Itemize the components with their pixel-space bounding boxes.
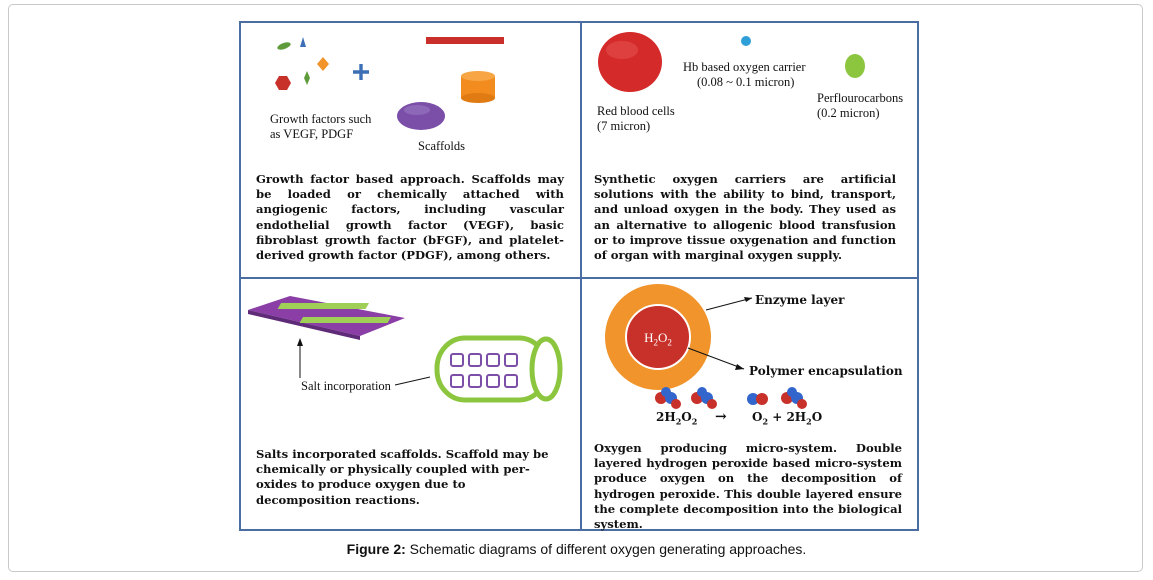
molecule-group-2 bbox=[691, 387, 717, 409]
gf-leaf bbox=[277, 42, 291, 50]
scaffold-disc-highlight bbox=[404, 105, 430, 115]
growth-factor-description: Growth factor based approach. Scaffolds … bbox=[256, 172, 564, 263]
scaffold-bar bbox=[426, 37, 504, 44]
figure-frame bbox=[8, 4, 1143, 572]
salt-tube-end bbox=[529, 336, 563, 402]
grid-divider-horizontal bbox=[241, 277, 917, 279]
label-rbc-2: (7 micron) bbox=[597, 119, 651, 133]
h2o2-core-circle bbox=[625, 304, 691, 370]
label-growth-factors-1: Growth factors such bbox=[270, 112, 372, 126]
enzyme-arrow bbox=[705, 297, 753, 311]
label-scaffolds: Scaffolds bbox=[418, 139, 465, 153]
figure-caption: Figure 2: Schematic diagrams of differen… bbox=[0, 541, 1153, 557]
label-pfc-2: (0.2 micron) bbox=[817, 106, 880, 120]
label-polymer-encapsulation: Polymer encapsulation bbox=[749, 364, 903, 378]
salt-tube-cells bbox=[450, 353, 518, 388]
label-rbc-1: Red blood cells bbox=[597, 104, 675, 118]
micro-system-shapes bbox=[605, 284, 807, 409]
salt-scaffold-shapes bbox=[248, 296, 563, 403]
figure-grid bbox=[239, 21, 919, 531]
salt-pointer-arrow bbox=[297, 338, 303, 346]
rbc-highlight bbox=[606, 41, 638, 59]
reaction-reactant: 2H2O2 bbox=[656, 410, 698, 427]
scaffold-cylinder-bottom bbox=[461, 93, 495, 103]
figure-caption-text: Schematic diagrams of different oxygen g… bbox=[405, 541, 807, 557]
molecule-group-3 bbox=[747, 393, 768, 405]
gf-diamond-green bbox=[304, 71, 310, 85]
gf-hexagon bbox=[275, 76, 291, 90]
rbc-shape bbox=[598, 32, 662, 92]
reaction-arrow: → bbox=[715, 409, 727, 425]
gf-diamond-orange bbox=[317, 57, 329, 71]
label-enzyme-layer: Enzyme layer bbox=[755, 293, 845, 307]
salt-label-arrow bbox=[394, 376, 431, 386]
scaffold-cylinder-top bbox=[461, 71, 495, 81]
salt-scaffold-description: Salts incorporated scaffolds. Scaffold m… bbox=[256, 447, 549, 507]
h2o2-core-label: H2O2 bbox=[644, 330, 672, 348]
pfc-shape bbox=[845, 54, 865, 78]
label-pfc-1: Perflourocarbons bbox=[817, 91, 904, 105]
gf-plus bbox=[353, 64, 369, 80]
hb-carrier-shape bbox=[741, 36, 751, 46]
grid-divider-vertical bbox=[580, 23, 582, 529]
salt-sheet-edge bbox=[248, 310, 360, 340]
growth-factor-shapes bbox=[275, 37, 369, 90]
polymer-arrow bbox=[687, 347, 745, 370]
synthetic-carrier-description: Synthetic oxygen carriers are artificial… bbox=[594, 172, 896, 263]
reaction-products: O2 + 2H2O bbox=[752, 410, 823, 427]
gf-triangle bbox=[300, 37, 306, 47]
scaffold-cylinder-body bbox=[461, 76, 495, 98]
molecule-group-1 bbox=[655, 387, 681, 409]
micro-system-description: Oxygen producing micro-system. Double la… bbox=[594, 441, 902, 532]
label-hb-carrier-2: (0.08 ~ 0.1 micron) bbox=[697, 75, 795, 89]
salt-bar-2 bbox=[299, 317, 391, 323]
label-salt-incorporation: Salt incorporation bbox=[301, 379, 391, 393]
figure-caption-label: Figure 2: bbox=[346, 541, 406, 557]
scaffold-shapes bbox=[397, 37, 504, 130]
salt-bar-1 bbox=[277, 303, 370, 309]
oxygen-carrier-shapes bbox=[598, 32, 865, 92]
label-hb-carrier-1: Hb based oxygen carrier bbox=[683, 60, 806, 74]
molecule-group-4 bbox=[781, 387, 807, 409]
label-growth-factors-2: as VEGF, PDGF bbox=[270, 127, 354, 141]
